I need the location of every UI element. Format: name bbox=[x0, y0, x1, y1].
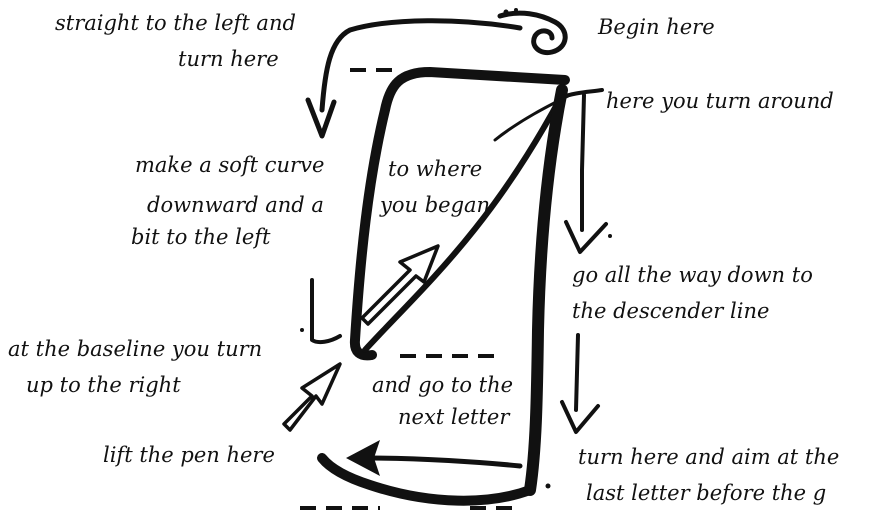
right-down-arrow-upper-head-icon bbox=[566, 222, 606, 252]
top-left-arrow bbox=[322, 21, 520, 110]
label-go-down-line1: go all the way down to bbox=[572, 263, 813, 287]
right-down-arrow-lower bbox=[576, 335, 578, 410]
ink-dot bbox=[504, 10, 509, 15]
letter-stem-stroke bbox=[530, 90, 562, 490]
label-straight-left-line2: turn here bbox=[178, 47, 279, 71]
label-next-letter-line1: and go to the bbox=[372, 373, 513, 397]
label-baseline-line1: at the baseline you turn bbox=[8, 337, 262, 361]
baseline-flick bbox=[312, 280, 340, 342]
right-down-arrow-lower-head-icon bbox=[562, 402, 598, 432]
label-to-where-line2: you began bbox=[379, 193, 490, 217]
label-soft-curve-line3: bit to the left bbox=[131, 225, 271, 249]
label-aim-line2: last letter before the g bbox=[586, 481, 826, 505]
label-to-where-line1: to where bbox=[388, 157, 482, 181]
tail-left-arrow bbox=[368, 458, 520, 466]
label-lift-pen: lift the pen here bbox=[103, 443, 275, 467]
begin-swirl-icon bbox=[500, 13, 565, 52]
ink-dot bbox=[546, 484, 551, 489]
label-go-down-line2: the descender line bbox=[572, 299, 769, 323]
label-soft-curve-line2: downward and a bbox=[147, 193, 324, 217]
label-baseline-line2: up to the right bbox=[26, 373, 181, 397]
baseline-up-right-arrow-icon bbox=[284, 364, 340, 430]
label-turn-around: here you turn around bbox=[606, 89, 834, 113]
label-begin-here: Begin here bbox=[597, 15, 715, 39]
letter-bowl-diagonal-stroke bbox=[365, 95, 562, 350]
ink-dot bbox=[608, 234, 612, 238]
label-straight-left-line1: straight to the left and bbox=[55, 11, 296, 35]
label-aim-line1: turn here and aim at the bbox=[578, 445, 839, 469]
ink-dot bbox=[300, 328, 304, 332]
label-soft-curve-line1: make a soft curve bbox=[135, 153, 324, 177]
right-down-arrow-upper bbox=[582, 95, 584, 230]
label-next-letter-line2: next letter bbox=[398, 405, 511, 429]
ink-dot bbox=[514, 8, 518, 12]
